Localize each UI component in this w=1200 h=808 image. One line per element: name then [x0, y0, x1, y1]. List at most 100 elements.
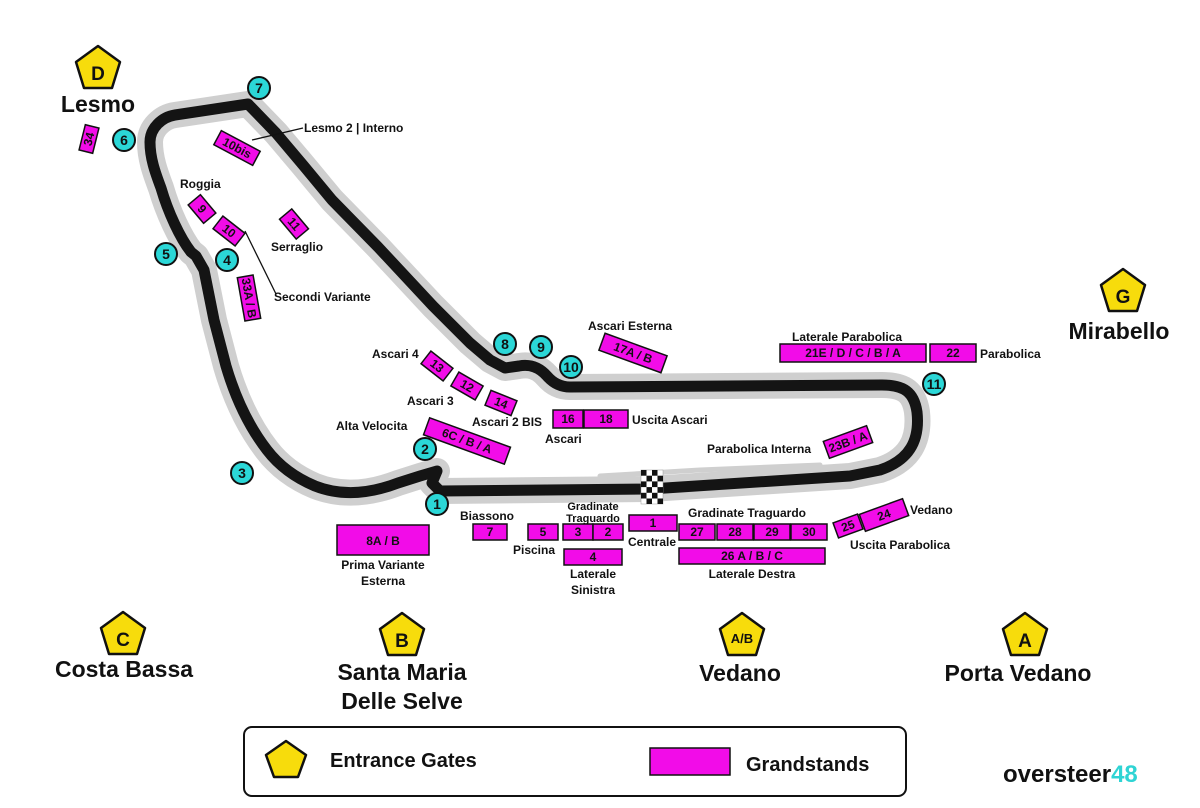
- legend-gates-label: Entrance Gates: [330, 750, 477, 772]
- grandstand-16[interactable]: 16: [552, 409, 584, 429]
- label-ascari: Ascari: [545, 432, 582, 446]
- label-alta-velocita: Alta Velocita: [336, 419, 408, 433]
- grandstand-14[interactable]: 14: [484, 389, 518, 417]
- gate-d[interactable]: D Lesmo: [61, 44, 135, 117]
- gate-ab[interactable]: A/B Vedano: [699, 611, 781, 686]
- gate-c-name: Costa Bassa: [55, 656, 193, 682]
- gate-b-name-line2: Delle Selve: [341, 688, 462, 714]
- gate-ab-letter: A/B: [731, 631, 753, 646]
- grandstand-4-label: 4: [590, 550, 597, 564]
- brand-logo: oversteer48: [1003, 761, 1138, 788]
- label-centrale: Centrale: [628, 535, 676, 549]
- label-uscita-ascari: Uscita Ascari: [632, 413, 708, 427]
- gate-d-letter: D: [91, 64, 105, 85]
- grandstand-22[interactable]: 22: [929, 343, 977, 363]
- turn-4-marker[interactable]: 4: [215, 248, 239, 272]
- grandstand-3-label: 3: [575, 525, 582, 539]
- gate-d-icon: [74, 44, 122, 90]
- grandstand-1[interactable]: 1: [628, 514, 678, 532]
- label-laterale-parabolica: Laterale Parabolica: [792, 330, 902, 344]
- label-ascari4: Ascari 4: [372, 347, 419, 361]
- grandstand-1-label: 1: [650, 516, 657, 530]
- grandstand-16-label: 16: [561, 412, 575, 426]
- grandstand-29[interactable]: 29: [753, 523, 791, 541]
- label-laterale-sinistra-2: Sinistra: [571, 583, 615, 597]
- label-parabolica-interna: Parabolica Interna: [707, 442, 811, 456]
- legend-box: [243, 726, 907, 797]
- turn-5-label: 5: [162, 246, 170, 262]
- grandstand-4[interactable]: 4: [563, 548, 623, 566]
- turn-8-marker[interactable]: 8: [493, 332, 517, 356]
- grandstand-7-label: 7: [487, 525, 494, 539]
- gate-c[interactable]: C Costa Bassa: [55, 610, 193, 682]
- turn-1-marker[interactable]: 1: [425, 492, 449, 516]
- turn-6-marker[interactable]: 6: [112, 128, 136, 152]
- gate-ab-name: Vedano: [699, 660, 781, 686]
- gate-a[interactable]: A Porta Vedano: [945, 611, 1092, 686]
- turn-7-marker[interactable]: 7: [247, 76, 271, 100]
- grandstand-3[interactable]: 3: [562, 523, 594, 541]
- turn-markers: 1 2 3 4 5 6 7 8 9 10 11: [112, 76, 946, 516]
- label-ascari2bis: Ascari 2 BIS: [472, 415, 542, 429]
- grandstand-33ab-label: 33A / B: [239, 277, 260, 319]
- label-uscita-parabolica: Uscita Parabolica: [850, 538, 950, 552]
- grandstand-10[interactable]: 10: [211, 215, 247, 247]
- label-parabolica: Parabolica: [980, 347, 1041, 361]
- grandstand-10bis[interactable]: 10bis: [212, 129, 262, 167]
- grandstand-34[interactable]: 34: [78, 123, 100, 155]
- grandstand-22-label: 22: [946, 346, 960, 360]
- label-ascari-esterna: Ascari Esterna: [588, 319, 672, 333]
- grandstand-23ba[interactable]: 23B / A: [822, 424, 874, 460]
- grandstand-21edcba[interactable]: 21E / D / C / B / A: [779, 343, 927, 363]
- grandstand-25[interactable]: 25: [832, 513, 864, 539]
- turn-7-label: 7: [255, 80, 263, 96]
- grandstand-11[interactable]: 11: [278, 207, 310, 241]
- gate-a-name: Porta Vedano: [945, 660, 1092, 686]
- gate-g[interactable]: G Mirabello: [1069, 267, 1170, 344]
- turn-3-marker[interactable]: 3: [230, 461, 254, 485]
- grandstand-25-label: 25: [839, 517, 857, 535]
- grandstand-27[interactable]: 27: [678, 523, 716, 541]
- gate-ab-icon: [718, 611, 766, 657]
- grandstand-14-label: 14: [492, 394, 510, 412]
- gate-g-icon: [1099, 267, 1147, 313]
- label-gradinate-traguardo-right: Gradinate Traguardo: [688, 506, 806, 520]
- label-vedano: Vedano: [910, 503, 953, 517]
- label-ascari3: Ascari 3: [407, 394, 454, 408]
- grandstand-18[interactable]: 18: [583, 409, 629, 429]
- track-runoff: [137, 91, 931, 506]
- gate-g-name: Mirabello: [1069, 318, 1170, 344]
- label-traguardo-2: Traguardo: [566, 513, 620, 525]
- turn-9-marker[interactable]: 9: [529, 335, 553, 359]
- gate-d-name: Lesmo: [61, 91, 135, 117]
- grandstand-9[interactable]: 9: [187, 193, 217, 225]
- grandstand-26abc[interactable]: 26 A / B / C: [678, 547, 826, 565]
- grandstand-30[interactable]: 30: [790, 523, 828, 541]
- grandstand-28[interactable]: 28: [716, 523, 754, 541]
- grandstand-7[interactable]: 7: [472, 523, 508, 541]
- grandstand-13[interactable]: 13: [419, 350, 455, 382]
- grandstand-24[interactable]: 24: [858, 497, 910, 533]
- grandstand-33ab[interactable]: 33A / B: [236, 274, 262, 322]
- grandstand-2-label: 2: [605, 525, 612, 539]
- grandstand-30-label: 30: [802, 525, 816, 539]
- grandstand-18-label: 18: [599, 412, 613, 426]
- grandstand-8ab[interactable]: 8A / B: [336, 524, 430, 556]
- turn-11-marker[interactable]: 11: [922, 372, 946, 396]
- track-asphalt: [144, 98, 923, 499]
- gate-c-letter: C: [116, 630, 130, 651]
- brand-logo-text: oversteer48: [1003, 761, 1138, 788]
- turn-10-marker[interactable]: 10: [559, 355, 583, 379]
- grandstand-5-label: 5: [540, 525, 547, 539]
- grandstand-12[interactable]: 12: [449, 371, 485, 401]
- grandstand-17ab[interactable]: 17A / B: [597, 332, 669, 374]
- legend: Entrance Gates Grandstands: [243, 726, 907, 797]
- turn-2-marker[interactable]: 2: [413, 437, 437, 461]
- label-laterale-sinistra-1: Laterale: [570, 567, 616, 581]
- gate-b[interactable]: B Santa Maria Delle Selve: [337, 611, 467, 714]
- grandstand-5[interactable]: 5: [527, 523, 559, 541]
- turn-5-marker[interactable]: 5: [154, 242, 178, 266]
- grandstand-2[interactable]: 2: [592, 523, 624, 541]
- race-track: [137, 91, 931, 506]
- turn-11-label: 11: [927, 376, 942, 392]
